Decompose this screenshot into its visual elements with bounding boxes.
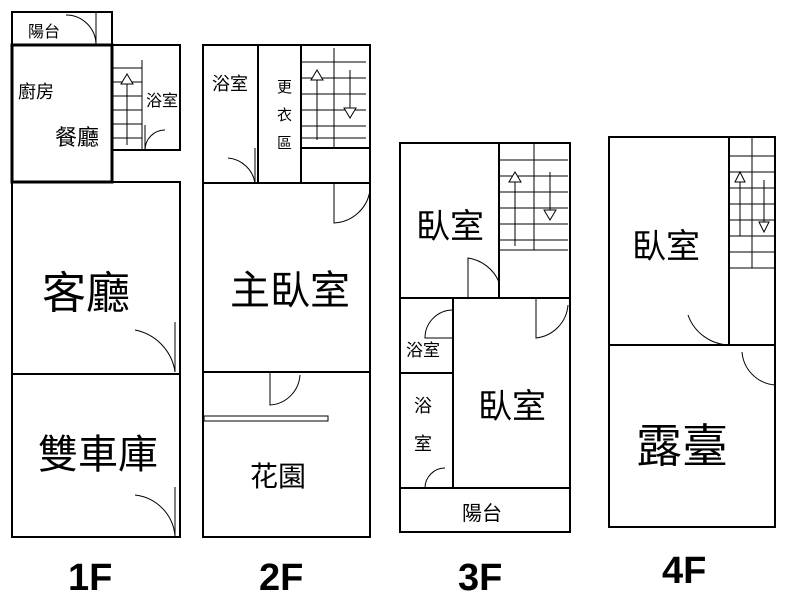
- 1f-bath-room: [111, 44, 181, 151]
- 4f-bedroom-label: 臥室: [632, 227, 700, 267]
- 2f-garden-label: 花園: [250, 460, 306, 493]
- 3f-bath-a-label: 浴室: [406, 341, 440, 361]
- 4f-terrace-door: [741, 345, 776, 386]
- 3f-staircase: [500, 143, 568, 251]
- 2f-wardrobe-label-3: 區: [277, 134, 292, 152]
- 1f-bath-label: 浴室: [146, 91, 178, 110]
- 1f-balcony-door: [65, 12, 97, 46]
- 3f-bedroom-b-door: [535, 298, 569, 339]
- 1f-balcony-label: 陽台: [28, 22, 60, 41]
- 1f-kitchen-room: [10, 43, 114, 184]
- 3f-bedroom-a-label: 臥室: [416, 207, 484, 247]
- 1f-staircase: [112, 60, 143, 150]
- 3f-balcony-label: 陽台: [462, 501, 502, 525]
- 2f-wardrobe-label-1: 更: [277, 78, 292, 96]
- 1f-kitchen-label: 廚房: [18, 81, 54, 103]
- 4f-floor-label: 4F: [662, 550, 706, 592]
- 4f-bedroom-door: [687, 285, 730, 346]
- 2f-staircase: [302, 48, 366, 148]
- 1f-outer-wall: [11, 181, 181, 538]
- 2f-garden-door: [269, 372, 301, 406]
- 2f-railing: [203, 415, 329, 422]
- 1f-balcony-room: [11, 11, 113, 46]
- 3f-bedroom-b-label: 臥室: [478, 387, 546, 427]
- 1f-bath-door: [144, 125, 166, 151]
- 3f-bedroom-a-door: [467, 257, 500, 298]
- 1f-garage-label: 雙車庫: [38, 432, 158, 478]
- 3f-bath-b-room: [399, 372, 454, 489]
- floor-3f: 臥室 浴室 浴 室 臥室 陽台 3F: [399, 142, 571, 599]
- 4f-terrace-label: 露臺: [636, 419, 728, 473]
- 3f-bath-a-door: [424, 309, 454, 339]
- 1f-living-door: [134, 322, 176, 373]
- 3f-bath-b-door: [424, 467, 446, 489]
- 3f-bath-b-label-2: 室: [414, 434, 432, 455]
- 2f-stair-door: [333, 183, 371, 224]
- 1f-floor-label: 1F: [68, 557, 112, 599]
- 1f-garage-door: [134, 487, 176, 537]
- 2f-wardrobe-label-2: 衣: [277, 106, 292, 124]
- floor-4f: 臥室 露臺 4F: [608, 136, 776, 592]
- 2f-bath-door: [227, 148, 256, 184]
- 4f-outer-wall: [608, 136, 776, 528]
- floor-2f: 浴室 更 衣 區 主臥室 花園 2F: [202, 44, 371, 599]
- 4f-staircase: [729, 137, 775, 269]
- 1f-living-label: 客廳: [42, 268, 130, 319]
- 3f-bath-a-room: [399, 297, 454, 374]
- 3f-bath-b-label-1: 浴: [414, 396, 432, 417]
- 1f-dining-label: 餐廳: [55, 126, 99, 151]
- floor-1f: 陽台 廚房 餐廳 浴室 客廳 雙車庫 1F: [10, 11, 181, 599]
- 2f-bath-room: [202, 44, 259, 184]
- 2f-floor-label: 2F: [259, 557, 303, 599]
- 2f-bath-label: 浴室: [212, 74, 248, 95]
- 3f-floor-label: 3F: [458, 557, 502, 599]
- 2f-stair-room: [300, 44, 371, 184]
- 2f-master-label: 主臥室: [230, 268, 350, 314]
